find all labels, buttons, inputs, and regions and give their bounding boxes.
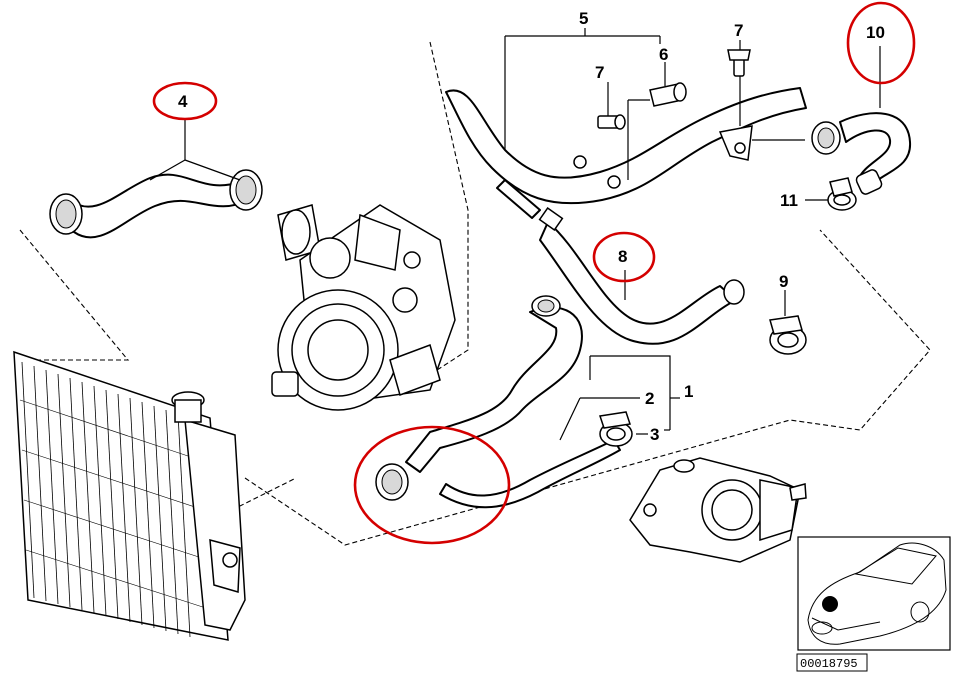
callout-8: 8 — [618, 247, 627, 266]
hose-10 — [811, 112, 912, 195]
assembly-dashed-lines — [16, 41, 931, 546]
callout-4: 4 — [178, 92, 188, 111]
callout-7-left: 7 — [595, 63, 604, 82]
hose-clamp-1-bottom — [375, 463, 409, 501]
hose-5 — [445, 87, 807, 219]
clamp-11 — [827, 177, 857, 211]
leader-lines — [149, 28, 881, 441]
thermostat-housing — [629, 457, 807, 563]
callout-5: 5 — [579, 9, 588, 28]
highlight-callout-4 — [152, 81, 218, 121]
callout-1: 1 — [684, 382, 693, 401]
bolt-7-left — [597, 114, 626, 130]
car-outline — [807, 542, 947, 645]
highlight-hose-1-connection — [353, 425, 511, 545]
bolt-6 — [649, 82, 687, 107]
hose-clamp-4-left — [49, 193, 83, 235]
hose-clamp-4-right — [229, 169, 263, 211]
car-location-inset — [797, 536, 951, 651]
callout-2: 2 — [645, 389, 654, 408]
callout-labels: 1 2 3 4 5 6 7 7 8 9 10 11 — [178, 9, 885, 444]
radiator — [13, 350, 246, 641]
callout-9: 9 — [779, 272, 788, 291]
reference-number-box: 00018795 — [796, 653, 868, 672]
callout-3: 3 — [650, 425, 659, 444]
water-pump — [271, 204, 456, 411]
location-marker — [822, 596, 838, 612]
bolt-7-right — [727, 49, 751, 77]
clamp-9 — [769, 315, 807, 355]
callout-7-right: 7 — [734, 21, 743, 40]
hose-2 — [439, 439, 621, 509]
hose-clamp-10 — [811, 121, 841, 155]
hose-8 — [538, 207, 745, 345]
highlight-callout-10 — [846, 1, 916, 85]
hose-1 — [375, 295, 583, 501]
clamp-3 — [599, 411, 633, 447]
highlight-callout-8 — [592, 231, 656, 283]
callout-10: 10 — [866, 23, 885, 42]
hose-clamp-1-top — [531, 295, 561, 317]
callout-11: 11 — [780, 191, 798, 210]
hose-4 — [49, 169, 263, 239]
red-highlight-circles — [152, 1, 916, 545]
callout-6: 6 — [659, 45, 668, 64]
reference-number: 00018795 — [800, 657, 858, 671]
